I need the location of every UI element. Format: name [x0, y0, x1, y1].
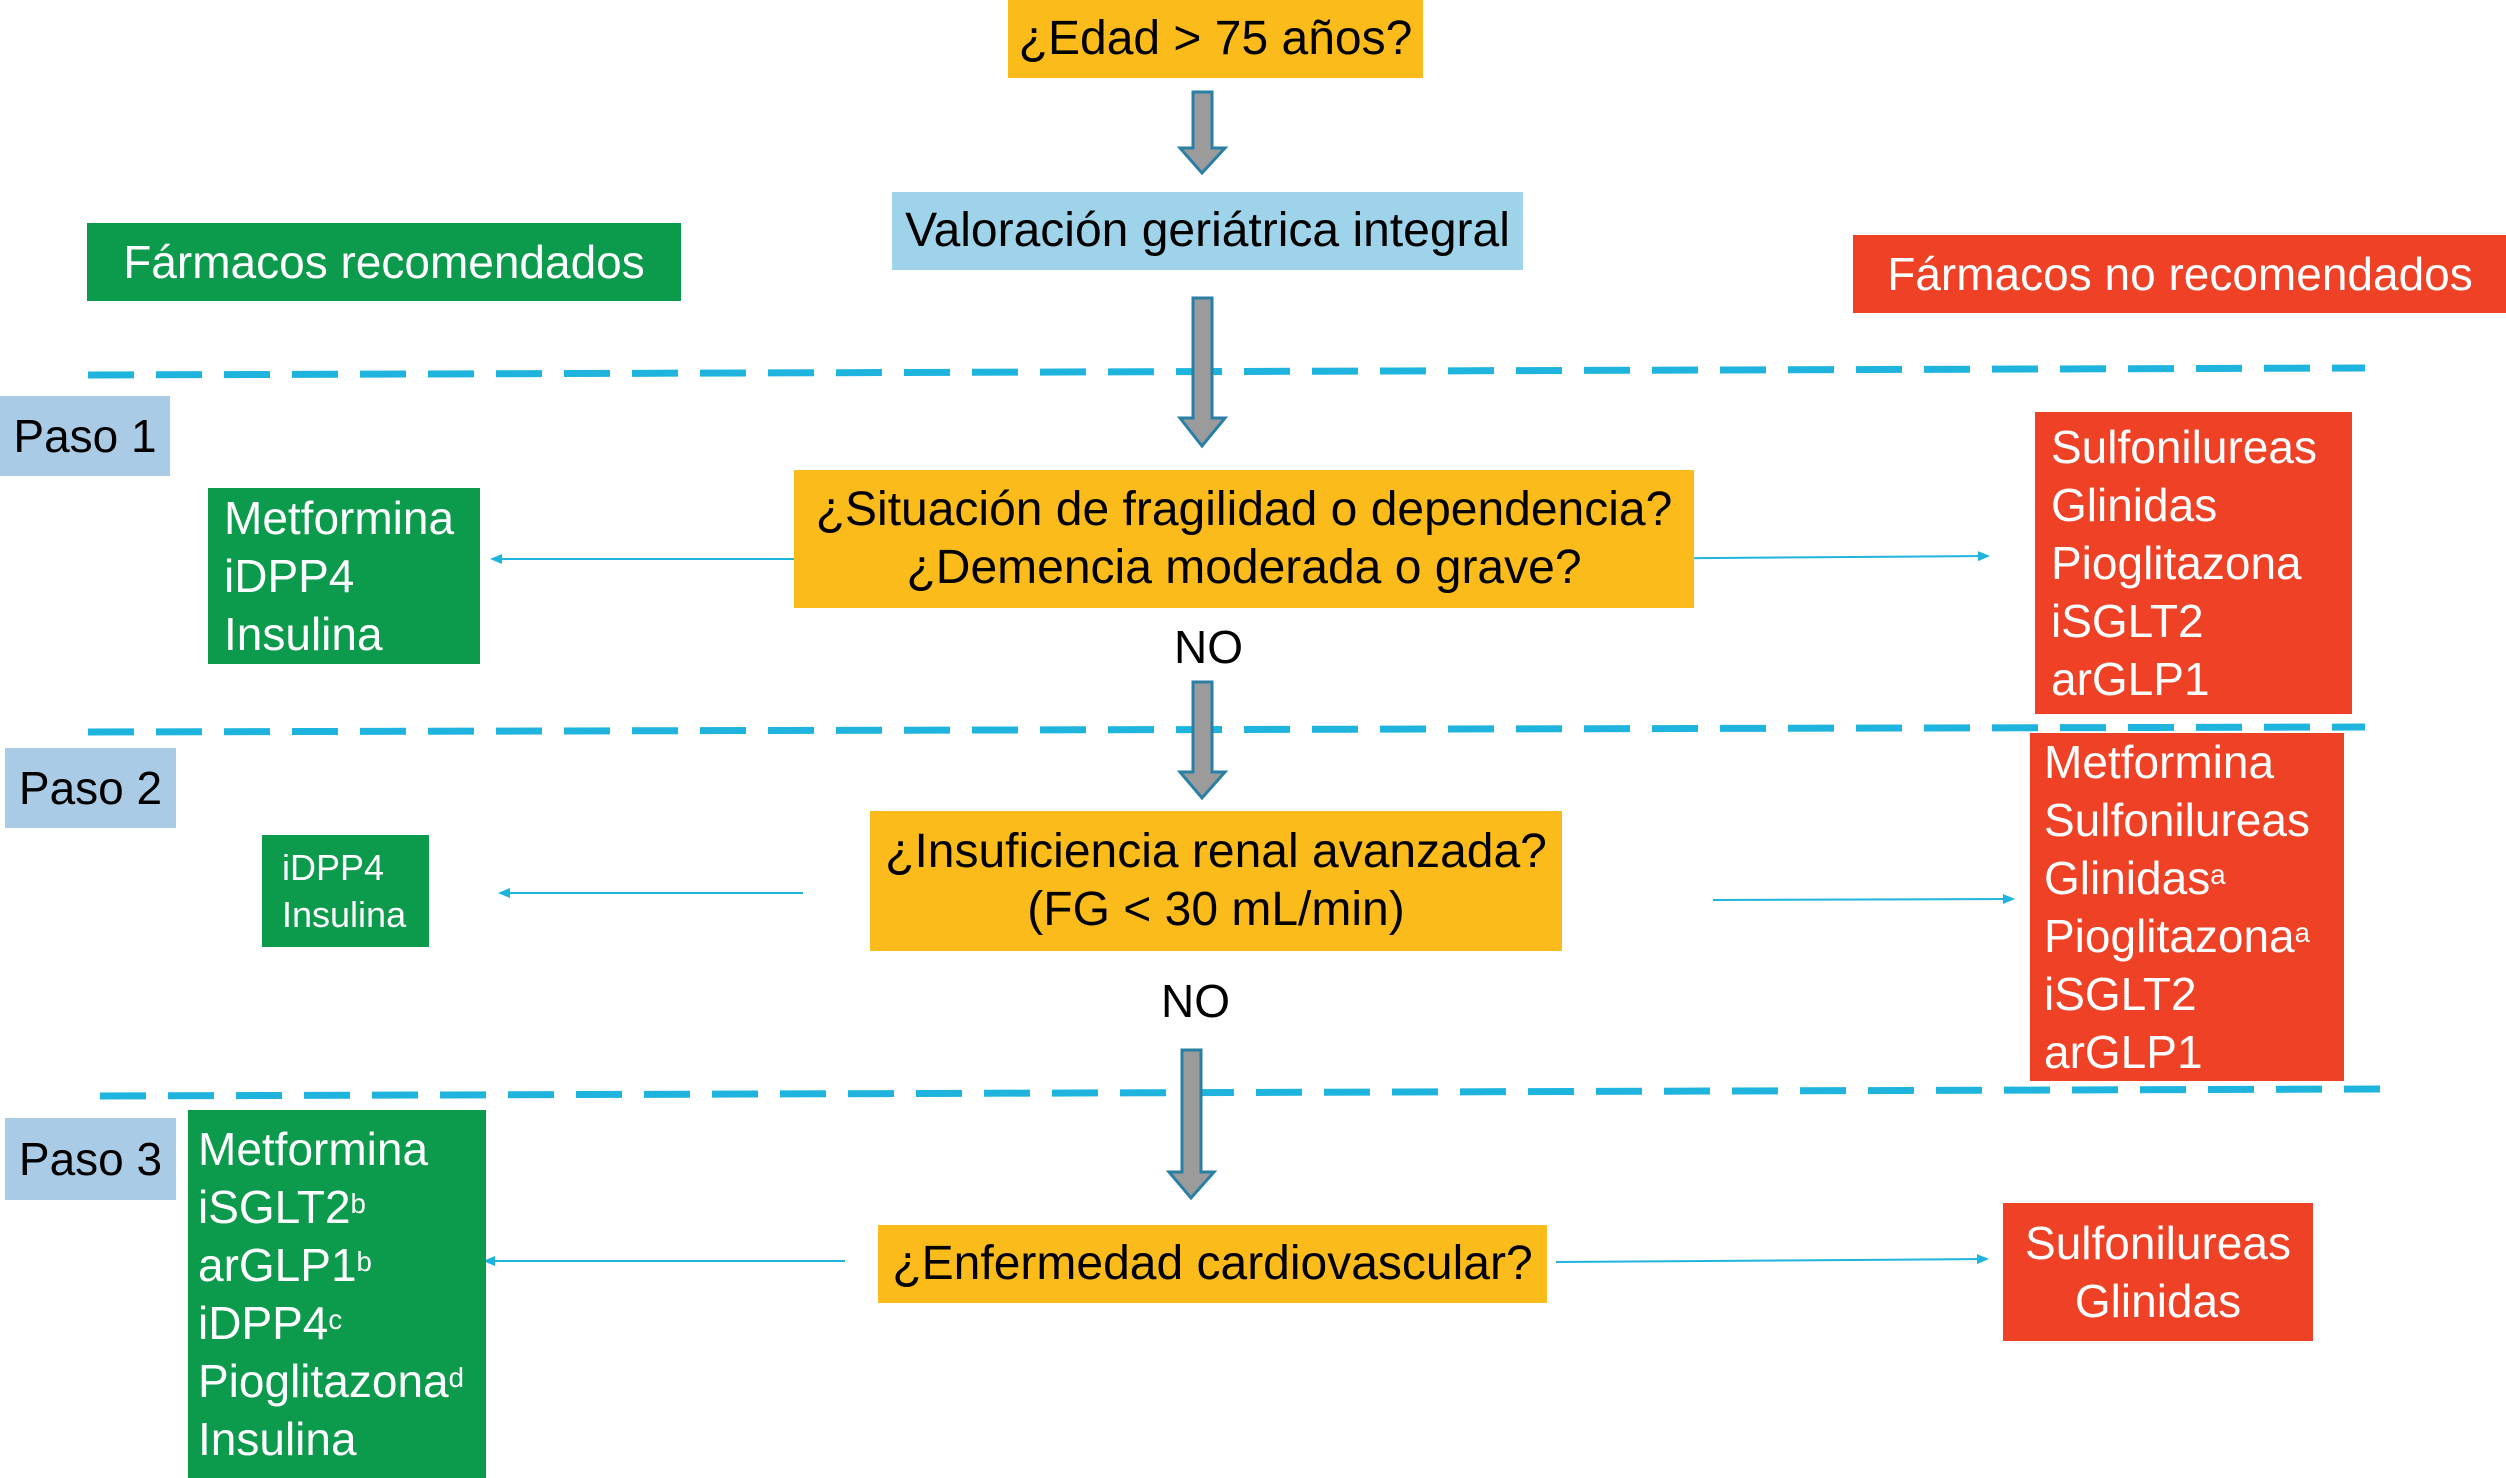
item-text: Metformina	[2044, 736, 2275, 788]
step2-question-box: ¿Insuficiencia renal avanzada? (FG < 30 …	[870, 811, 1562, 951]
step1-label-box: Paso 1	[0, 396, 170, 476]
step2-not-recommended-item: iSGLT2	[2044, 965, 2344, 1023]
item-text: Pioglitazona	[2044, 910, 2295, 962]
step1-not-recommended-item: iSGLT2	[2051, 595, 2204, 647]
step2-not-recommended-item: Sulfonilureas	[2044, 791, 2344, 849]
step1-recommended-item: Metformina	[224, 492, 455, 544]
step3-not-recommended-item: Glinidas	[2074, 1275, 2242, 1327]
step2-not-recommended-item: Pioglitazonaa	[2044, 907, 2344, 965]
step1-not-recommended-item: arGLP1	[2051, 653, 2210, 705]
step2-not-recommended-item: arGLP1	[2044, 1023, 2344, 1081]
step2-question-line1: ¿Insuficiencia renal avanzada?	[885, 825, 1547, 878]
legend-recommended-label: Fármacos recomendados	[123, 236, 645, 288]
step1-recommended-item: iDPP4	[224, 550, 355, 602]
step2-not-recommended-item: Glinidasa	[2044, 849, 2344, 907]
step2-question-line2: (FG < 30 mL/min)	[1027, 883, 1405, 936]
step3-not-recommended-box: Sulfonilureas Glinidas	[2003, 1203, 2313, 1341]
item-text: iSGLT2	[198, 1181, 351, 1233]
legend-not-recommended: Fármacos no recomendados	[1853, 235, 2506, 313]
step1-label: Paso 1	[13, 410, 157, 462]
geriatric-assessment: Valoración geriátrica integral	[905, 204, 1510, 257]
item-footnote: c	[328, 1304, 343, 1336]
legend-recommended: Fármacos recomendados	[87, 223, 681, 301]
step2-not-recommended-item: Metformina	[2044, 733, 2344, 791]
step3-question: ¿Enfermedad cardiovascular?	[892, 1237, 1533, 1290]
step2-label-box: Paso 2	[5, 748, 176, 828]
step2-label: Paso 2	[18, 762, 163, 814]
item-text: iSGLT2	[2044, 968, 2197, 1020]
down-arrow-1	[1176, 90, 1229, 176]
down-arrow-2	[1176, 296, 1229, 449]
step1-not-recommended-box: Sulfonilureas Glinidas Pioglitazona iSGL…	[2035, 412, 2352, 714]
step1-recommended-item: Insulina	[224, 608, 383, 660]
item-footnote: b	[350, 1188, 366, 1220]
step1-recommended-box: Metformina iDPP4 Insulina	[208, 488, 480, 664]
item-text: iDPP4	[198, 1297, 329, 1349]
step1-not-recommended-item: Glinidas	[2051, 479, 2218, 531]
item-text: Insulina	[198, 1413, 357, 1465]
item-text: Glinidas	[2044, 852, 2211, 904]
item-footnote: d	[448, 1362, 464, 1394]
separator-2	[87, 723, 2366, 736]
step3-recommended-item: arGLP1b	[198, 1236, 486, 1294]
step2-no: NO	[1161, 975, 1230, 1027]
geriatric-assessment-box: Valoración geriátrica integral	[892, 192, 1523, 270]
step2-not-recommended-box: Metformina Sulfonilureas Glinidasa Piogl…	[2030, 733, 2344, 1081]
step3-recommended-item: iSGLT2b	[198, 1178, 486, 1236]
arrow-step3-right	[1555, 1254, 1989, 1265]
separator-1	[87, 364, 2366, 379]
step1-no: NO	[1174, 621, 1243, 673]
arrow-step2-right	[1712, 894, 2015, 905]
step3-label-box: Paso 3	[5, 1118, 176, 1200]
age-question: ¿Edad > 75 años?	[1018, 12, 1413, 65]
step1-not-recommended-item: Pioglitazona	[2051, 537, 2302, 589]
step1-question-line2: ¿Demencia moderada o grave?	[906, 541, 1582, 594]
item-text: arGLP1	[2044, 1026, 2203, 1078]
item-footnote: a	[2210, 859, 2226, 891]
step2-recommended-item: iDPP4	[282, 847, 385, 888]
item-text: Pioglitazona	[198, 1355, 449, 1407]
step3-recommended-item: Pioglitazonad	[198, 1352, 486, 1410]
item-footnote: b	[356, 1246, 372, 1278]
item-text: Sulfonilureas	[2044, 794, 2310, 846]
step1-question-line1: ¿Situación de fragilidad o dependencia?	[815, 483, 1673, 536]
step3-recommended-item: Insulina	[198, 1410, 486, 1468]
step3-not-recommended-item: Sulfonilureas	[2025, 1217, 2291, 1269]
down-arrow-4	[1165, 1048, 1218, 1201]
step2-recommended-item: Insulina	[282, 894, 407, 935]
separator-3	[99, 1085, 2381, 1100]
step3-recommended-item: iDPP4c	[198, 1294, 486, 1352]
step1-not-recommended-item: Sulfonilureas	[2051, 421, 2317, 473]
step1-question-box: ¿Situación de fragilidad o dependencia? …	[794, 470, 1694, 608]
age-question-box: ¿Edad > 75 años?	[1008, 0, 1423, 78]
step2-recommended-box: iDPP4 Insulina	[262, 835, 429, 947]
down-arrow-3	[1176, 680, 1229, 801]
step3-recommended-box: Metformina iSGLT2b arGLP1b iDPP4c Piogli…	[188, 1110, 486, 1478]
step3-question-box: ¿Enfermedad cardiovascular?	[878, 1225, 1547, 1303]
item-footnote: a	[2294, 917, 2310, 949]
item-text: arGLP1	[198, 1239, 357, 1291]
step3-label: Paso 3	[18, 1133, 163, 1185]
item-text: Metformina	[198, 1123, 429, 1175]
legend-not-recommended-label: Fármacos no recomendados	[1887, 248, 2473, 300]
step3-recommended-item: Metformina	[198, 1120, 486, 1178]
